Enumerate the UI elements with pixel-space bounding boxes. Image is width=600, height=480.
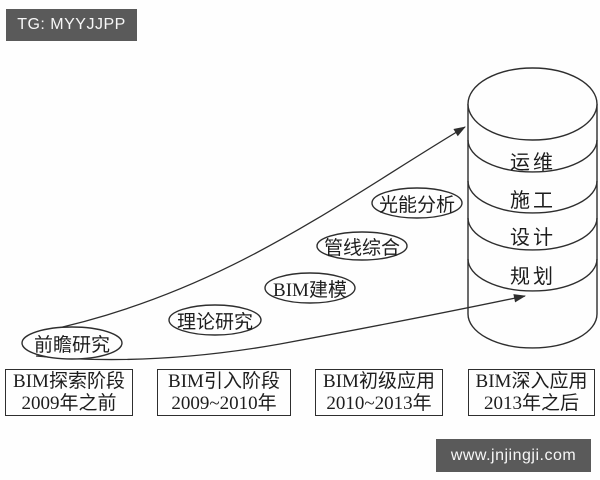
stage-name: BIM引入阶段 (168, 370, 280, 392)
cylinder-layer-shigong: 施工 (510, 190, 556, 212)
bubble-guangneng-fenxi (371, 187, 463, 219)
cylinder-divider-arc-3 (467, 217, 598, 251)
bubble-bim-jianmo (264, 272, 356, 304)
bubble-label-3: BIM建模 (273, 279, 347, 301)
stage-box-introduction: BIM引入阶段 2009~2010年 (157, 369, 291, 416)
bubble-label-4: 管线综合 (323, 237, 400, 259)
cylinder-bottom-arc (467, 313, 598, 349)
stage-box-primary-application: BIM初级应用 2010~2013年 (315, 369, 443, 416)
stage-name: BIM深入应用 (475, 370, 588, 392)
bubble-lilun-yanjiu (168, 304, 262, 336)
watermark-site-badge: www.jnjingji.com (436, 439, 591, 472)
baseline-arrow-to-planning-layer (35, 294, 526, 361)
cylinder-layer-guihua: 规划 (510, 266, 556, 288)
stage-box-deep-application: BIM深入应用 2013年之后 (468, 369, 595, 416)
watermark-tag-badge: TG: MYYJJPP (6, 9, 137, 41)
cylinder-layer-sheji: 设计 (510, 227, 556, 249)
cylinder-divider-arc-1 (467, 139, 598, 173)
bubble-label-2: 理论研究 (176, 311, 253, 333)
cylinder-layer-yunwei: 运维 (510, 152, 556, 174)
bubble-qianzhan-yanjiu (21, 326, 123, 360)
stage-period: 2010~2013年 (326, 392, 432, 414)
bubble-label-1: 前瞻研究 (33, 334, 110, 356)
growth-arrow-to-cylinder-top (39, 126, 466, 333)
stage-name: BIM初级应用 (323, 370, 435, 392)
stage-period: 2009~2010年 (171, 392, 277, 414)
stage-period: 2009年之前 (21, 392, 117, 414)
stage-name: BIM探索阶段 (13, 370, 125, 392)
cylinder-top-ellipse (467, 67, 598, 141)
bim-data-cylinder (467, 67, 598, 349)
cylinder-divider-arc-2 (467, 180, 598, 214)
stage-box-exploration: BIM探索阶段 2009年之前 (5, 369, 133, 416)
stage-period: 2013年之后 (483, 392, 579, 414)
bubble-label-5: 光能分析 (378, 194, 455, 216)
cylinder-divider-arc-4 (467, 258, 598, 292)
bubble-guanxian-zonghe (316, 231, 408, 261)
